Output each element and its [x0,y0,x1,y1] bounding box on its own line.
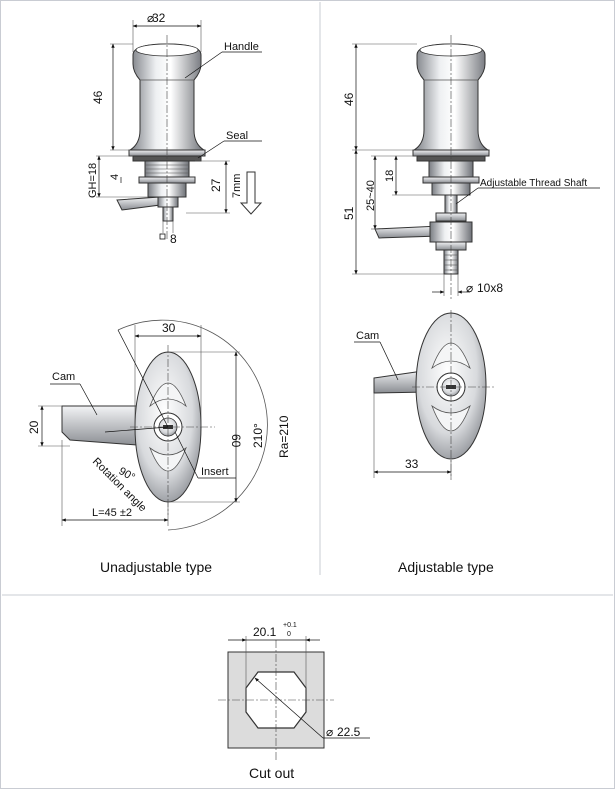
dim-51-label: 51 [342,206,356,220]
gh-label: GH=18 [87,163,99,198]
adjustable-front-view: Cam 33 [354,310,495,480]
length-label: L=45 ±2 [92,507,132,519]
dim-20-label: 20 [27,420,41,434]
caption-cutout: Cut out [249,765,295,781]
shaft-label: Adjustable Thread Shaft [480,178,587,189]
cutout-diameter-label: 22.5 [337,725,361,739]
angle-210-label: 210° [251,423,265,448]
diameter-symbol-3: ⌀ [326,725,333,739]
thread-10x8-label: 10x8 [477,281,503,295]
radius-label: Ra=210 [277,415,291,458]
diameter-symbol-2: ⌀ [466,281,473,295]
adj-cam-label: Cam [356,330,379,342]
cutout-tol-upper: +0.1 [283,622,297,629]
square-8-label: 8 [170,232,177,246]
dia-32-label: 32 [152,11,166,25]
cam-label: Cam [52,371,75,383]
caption-unadjustable: Unadjustable type [100,559,213,575]
cutout-view: ⌀ 22.5 20.1 +0.1 0 [218,622,370,760]
range-25-40-label: 25~40 [365,180,377,211]
adj-height-46-label: 46 [342,92,356,106]
insert-label: Insert [201,466,229,478]
width-30-label: 30 [162,321,176,335]
handle-label: Handle [224,41,259,53]
height-60-label: 60 [229,434,243,448]
caption-adjustable: Adjustable type [398,559,494,575]
seal-label: Seal [226,130,248,142]
unadjustable-front-view: 30 60 210° Ra=210 20 Cam 90° Rotation an… [27,319,291,531]
height-46-label: 46 [91,90,105,104]
travel-7mm-label: 7mm [231,174,243,198]
dim-27-label: 27 [209,178,223,192]
adjustable-side-view: 46 51 25~40 18 Adjustable Thread Shaft ⌀… [342,35,600,300]
dim-18-label: 18 [384,170,396,182]
cutout-width-label: 20.1 [253,625,277,639]
dim-4-label: 4 [109,174,121,180]
unadjustable-side-view: 32 ⌀ 46 GH=18 4 27 7mm 8 Handle [87,11,263,246]
diameter-symbol: ⌀ [147,11,154,25]
dim-33-label: 33 [405,457,419,471]
cutout-tol-lower: 0 [287,631,291,638]
